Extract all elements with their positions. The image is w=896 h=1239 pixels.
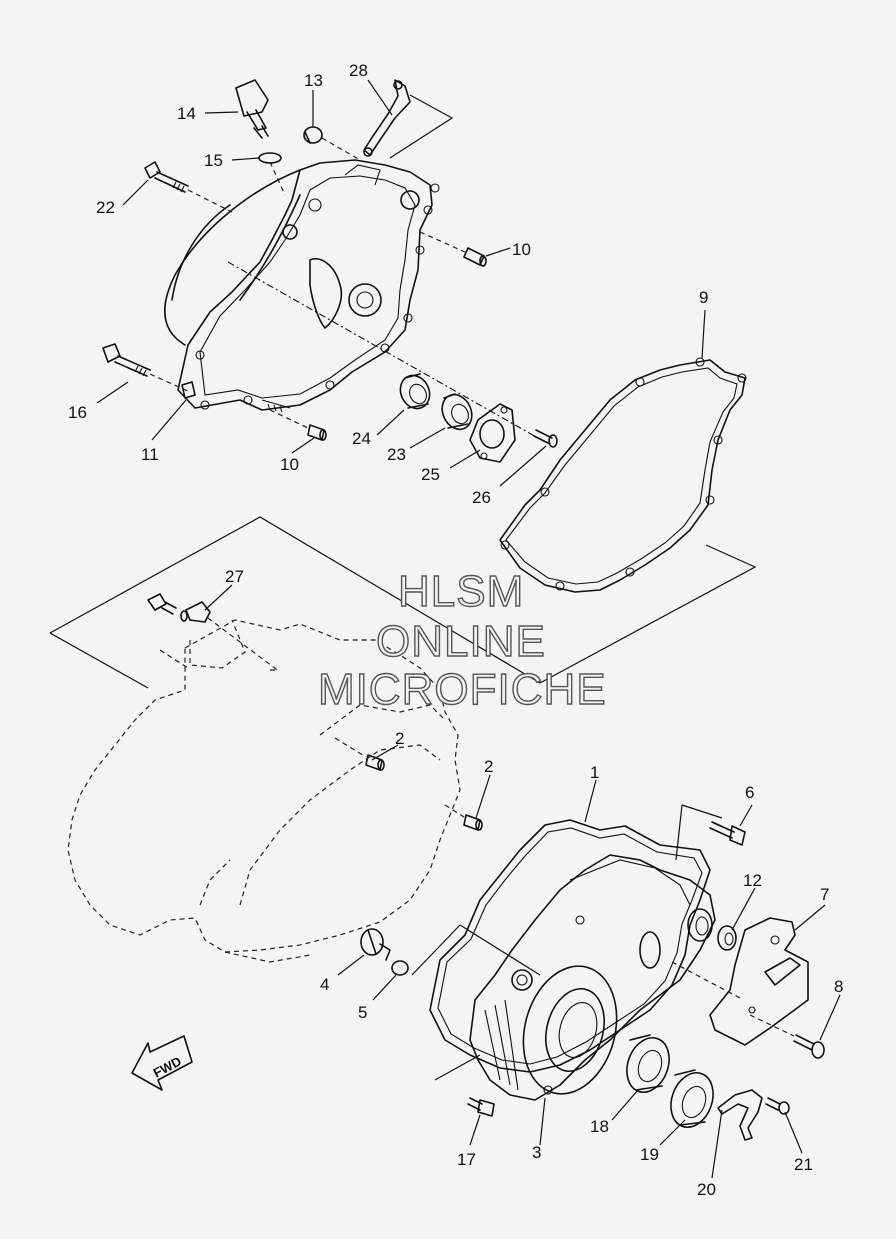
washer-12[interactable] (717, 925, 737, 951)
bolt-17-bracket (434, 1054, 481, 1081)
callout-9: 9 (699, 288, 708, 307)
callout-2: 2 (484, 757, 493, 776)
gasket-1[interactable] (429, 819, 711, 1073)
bearing-23[interactable] (437, 390, 478, 434)
callout-8: 8 (834, 977, 843, 996)
screw-27[interactable] (147, 593, 177, 615)
dowel-2-lower-axis (444, 804, 465, 818)
oil-seal-19[interactable] (664, 1067, 721, 1133)
screw-21[interactable] (765, 1097, 790, 1115)
callout-28: 28 (349, 61, 368, 80)
clip-27-axis (207, 617, 281, 673)
callout-3: 3 (532, 1143, 541, 1162)
callout-22: 22 (96, 198, 115, 217)
callout-4: 4 (320, 975, 329, 994)
callout-20: 20 (697, 1180, 716, 1199)
guard-7[interactable] (709, 917, 809, 1046)
crank-centerline (227, 261, 546, 443)
bolt-8-axis (749, 1014, 795, 1037)
callout-25: 25 (421, 465, 440, 484)
dowel-10-lower[interactable] (307, 424, 327, 441)
forward-arrow-icon: FWD (131, 1035, 193, 1091)
bolt-22[interactable] (144, 161, 189, 193)
screw-26[interactable] (533, 429, 558, 448)
sensor-14-axis (269, 161, 286, 196)
engine-block-outline (67, 619, 461, 963)
assembly-bracket-upper (49, 516, 541, 684)
dowel-10-upper[interactable] (463, 247, 487, 267)
o-ring-5[interactable] (391, 960, 409, 976)
callout-13: 13 (304, 71, 323, 90)
callout-18: 18 (590, 1117, 609, 1136)
gasket-9[interactable] (499, 357, 747, 593)
callout-26: 26 (472, 488, 491, 507)
callout-11: 11 (141, 445, 159, 464)
crankcase-cover-3[interactable] (469, 854, 716, 1104)
dowel-10-lower-axis (269, 409, 309, 429)
dowel-2-upper[interactable] (365, 754, 385, 771)
leader-lines (96, 79, 841, 1179)
o-ring-15[interactable] (258, 152, 282, 164)
bolt-6-bracket (675, 804, 723, 861)
guard-7-axis (671, 961, 741, 999)
callout-21: 21 (794, 1155, 813, 1174)
bolt-6[interactable] (709, 821, 746, 846)
callout-16: 16 (68, 403, 87, 422)
watermark-line-3: MICROFICHE (318, 665, 607, 714)
plug-4[interactable] (360, 928, 391, 961)
callout-27: 27 (225, 567, 244, 586)
callout-10: 10 (512, 240, 531, 259)
watermark-line-2: ONLINE (376, 617, 546, 666)
callout-10: 10 (280, 455, 299, 474)
dowel-2-lower[interactable] (463, 814, 483, 831)
sensor-14[interactable] (235, 79, 269, 139)
watermark-line-1: HLSM (398, 567, 524, 616)
bolt-22-axis (187, 189, 233, 213)
callout-5: 5 (358, 1003, 367, 1022)
callout-24: 24 (352, 429, 371, 448)
callout-17: 17 (457, 1150, 476, 1169)
guide-plate-28[interactable] (363, 79, 411, 157)
dowel-2-upper-axis (334, 737, 367, 758)
callout-2: 2 (395, 729, 404, 748)
bolt-8[interactable] (793, 1034, 825, 1059)
callout-labels: 1 2 2 3 4 5 6 7 8 9 10 10 11 12 13 14 15… (68, 61, 843, 1199)
dowel-10-upper-axis (419, 231, 466, 253)
forward-arrow-label: FWD (151, 1053, 184, 1080)
callout-7: 7 (820, 885, 829, 904)
assembly-bracket-right (539, 544, 757, 684)
retainer-plate-25[interactable] (469, 403, 516, 463)
assembly-bracket-left (49, 632, 149, 689)
bearing-18[interactable] (620, 1032, 677, 1098)
clip-27[interactable] (180, 601, 211, 623)
callout-15: 15 (204, 151, 223, 170)
guide-plate-28-bracket (389, 94, 454, 159)
callout-23: 23 (387, 445, 406, 464)
watermark: HLSM ONLINE MICROFICHE (317, 566, 607, 714)
bolt-16-axis (149, 373, 191, 393)
plug-13[interactable] (303, 126, 323, 144)
cover-3-bracket (411, 924, 541, 976)
crankcase-cover-11[interactable] (164, 159, 440, 413)
callout-1: 1 (590, 763, 599, 782)
bolt-17[interactable] (467, 1097, 495, 1117)
bolt-16[interactable] (102, 343, 151, 377)
callout-14: 14 (177, 104, 196, 123)
callout-6: 6 (745, 783, 754, 802)
retainer-20[interactable] (717, 1089, 763, 1141)
plug-13-axis (321, 137, 361, 161)
callout-19: 19 (640, 1145, 659, 1164)
callout-12: 12 (743, 871, 762, 890)
oil-seal-24[interactable] (395, 371, 435, 414)
